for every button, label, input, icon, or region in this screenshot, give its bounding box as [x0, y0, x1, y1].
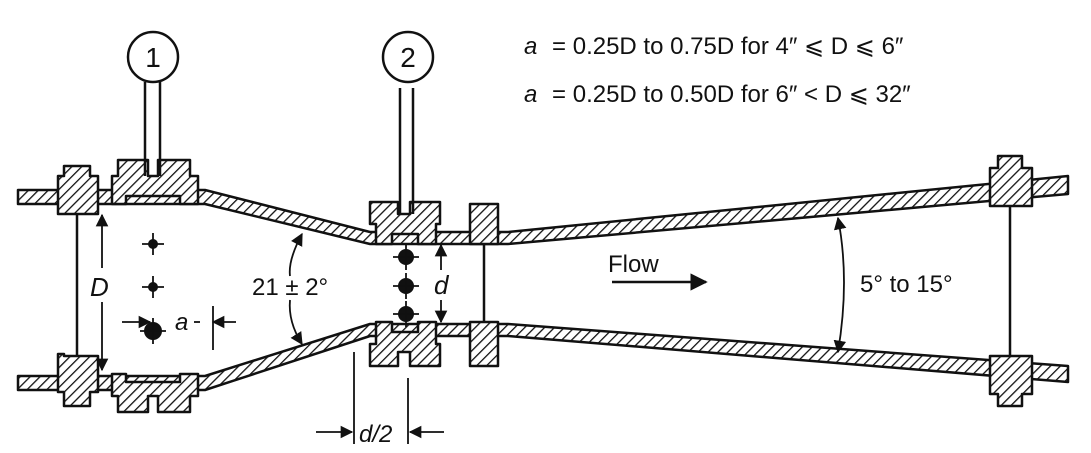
throat-diameter-d-dimension: d [434, 243, 450, 324]
equation-1-text: = 0.25D to 0.75D for 4″ ⩽ D ⩽ 6″ [552, 33, 904, 60]
label-d: d [434, 270, 450, 300]
equation-1: a = 0.25D to 0.75D for 4″ ⩽ D ⩽ 6″ [524, 33, 904, 60]
tap-circle-1: 1 [126, 30, 180, 84]
tap-number-1: 1 [145, 42, 161, 73]
upstream-tap-ring-top [110, 158, 200, 206]
upstream-tap-points [140, 233, 166, 344]
divergent-angle-dimension: 5° to 15° [833, 216, 953, 354]
equation-1-var: a [524, 33, 537, 60]
inlet-flange [56, 164, 100, 408]
diameter-D-dimension: D [90, 213, 109, 372]
upstream-tap-ring-bottom [110, 372, 200, 414]
equation-2-text: = 0.25D to 0.50D for 6″ < D ⩽ 32″ [552, 81, 911, 108]
equation-2: a = 0.25D to 0.50D for 6″ < D ⩽ 32″ [524, 81, 911, 108]
equation-2-var: a [524, 81, 537, 108]
upstream-tap-tube [143, 82, 162, 176]
label-a: a [175, 309, 188, 336]
flow-indicator: Flow [608, 251, 708, 291]
convergent-angle-dimension: 21 ± 2° [252, 232, 328, 346]
throat-flange [468, 202, 500, 368]
throat-tap-tube [398, 88, 415, 214]
tap-circle-2: 2 [381, 30, 435, 84]
label-convergent-angle: 21 ± 2° [252, 274, 328, 301]
label-half-throat: d/2 [359, 421, 392, 448]
half-throat-dimension: d/2 [316, 352, 444, 448]
outlet-flange [988, 154, 1034, 408]
label-D: D [90, 272, 109, 302]
label-flow: Flow [608, 251, 659, 278]
tap-distance-a-dimension: a [122, 306, 236, 350]
top-pipe-wall [16, 174, 1070, 246]
throat-tap-points [393, 244, 419, 327]
label-divergent-angle: 5° to 15° [860, 271, 953, 298]
tap-number-2: 2 [400, 42, 416, 73]
throat-tap-ring-bottom [368, 320, 442, 368]
